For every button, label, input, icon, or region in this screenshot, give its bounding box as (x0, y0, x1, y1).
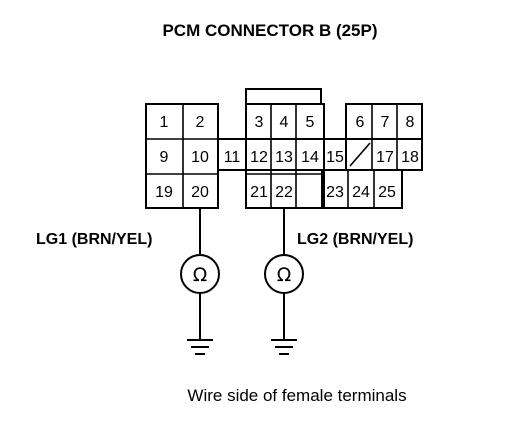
connector-grid (146, 104, 422, 208)
pin-14: 14 (301, 149, 319, 166)
pin-17: 17 (376, 149, 394, 166)
pin-19: 19 (155, 184, 173, 201)
pin-20: 20 (191, 184, 209, 201)
pin-8: 8 (406, 114, 415, 131)
meter-symbol-2: Ω (277, 264, 292, 286)
pin-13: 13 (275, 149, 293, 166)
pin-1: 1 (160, 114, 169, 131)
probe-wires (199, 208, 285, 340)
ground-icon (187, 339, 213, 355)
pin-25: 25 (378, 184, 396, 201)
pin-7: 7 (381, 114, 390, 131)
pin-23: 23 (326, 184, 344, 201)
pin-5: 5 (306, 114, 315, 131)
meter-symbol-1: Ω (193, 264, 208, 286)
pin-9: 9 (160, 149, 169, 166)
ground-icon (271, 339, 297, 355)
pin-22: 22 (275, 184, 293, 201)
ohmmeter-icon: Ω (264, 254, 304, 294)
pin-21: 21 (250, 184, 268, 201)
pin-3: 3 (255, 114, 264, 131)
diagram-caption: Wire side of female terminals (187, 386, 406, 405)
pin-2: 2 (196, 114, 205, 131)
pin-10: 10 (191, 149, 209, 166)
pin-11: 11 (224, 149, 241, 166)
pin-24: 24 (352, 184, 370, 201)
diagram-title: PCM CONNECTOR B (25P) (162, 21, 377, 40)
pin-4: 4 (280, 114, 289, 131)
pin-labels: 1 2 3 4 5 6 7 8 9 10 11 12 13 14 15 17 1… (155, 114, 419, 201)
pin-15: 15 (326, 149, 344, 166)
pin-6: 6 (356, 114, 365, 131)
probe-label-lg2: LG2 (BRN/YEL) (297, 231, 413, 248)
ohmmeter-icon: Ω (180, 254, 220, 294)
pin-18: 18 (401, 149, 419, 166)
pin-12: 12 (250, 149, 268, 166)
probe-label-lg1: LG1 (BRN/YEL) (36, 231, 152, 248)
